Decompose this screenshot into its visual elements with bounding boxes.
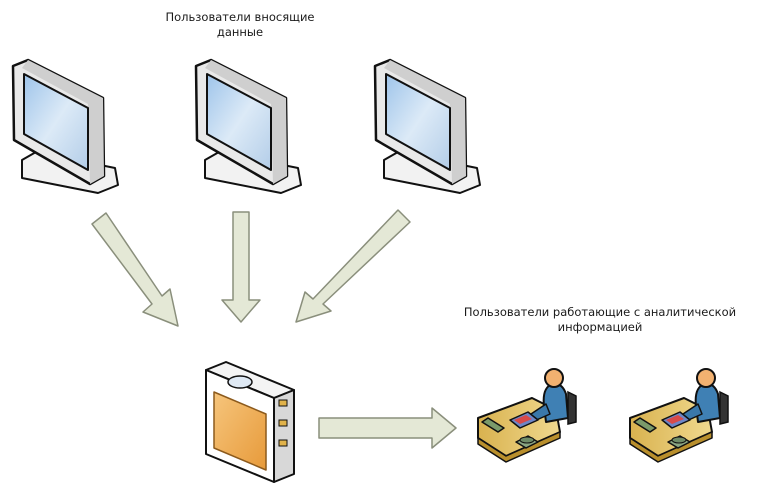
input-users-label-line-1: Пользователи вносящие	[165, 10, 315, 24]
arrow-center-to-server	[221, 211, 261, 323]
server-icon	[205, 361, 295, 483]
monitor-icon-left	[11, 58, 120, 195]
analytics-users-label: Пользователи работающие с аналитической …	[440, 305, 760, 335]
arrow-server-to-users	[318, 407, 457, 449]
analytics-users-label-line-1: Пользователи работающие с аналитической	[463, 305, 737, 319]
arrow-left-to-server	[91, 212, 179, 327]
analytics-users-label-line-2: информацией	[557, 320, 643, 334]
analyst-workstation-icon-2	[629, 368, 729, 463]
monitor-icon-center	[194, 58, 303, 195]
input-users-label: Пользователи вносящие данные	[140, 10, 340, 40]
monitor-icon-right	[373, 58, 482, 195]
input-users-label-line-2: данные	[216, 25, 264, 39]
analyst-workstation-icon-1	[477, 368, 577, 463]
arrow-right-to-server	[295, 209, 411, 323]
